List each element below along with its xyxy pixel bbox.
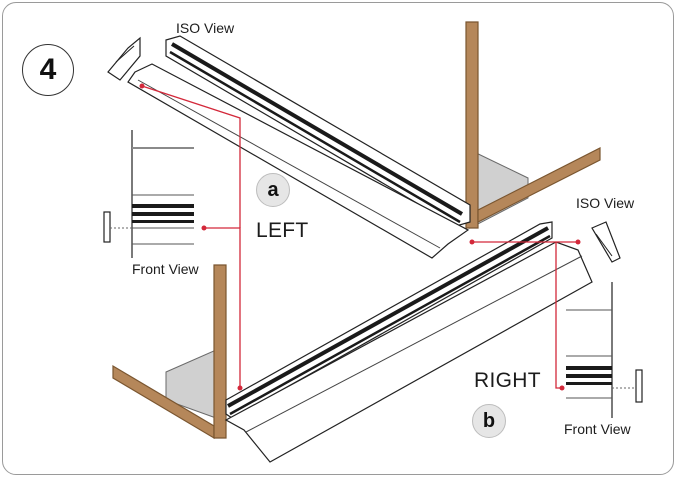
- right-front-view-bar-1: [566, 366, 612, 370]
- left-front-view-bar-2: [132, 212, 194, 216]
- leader-dot-6: [559, 385, 565, 391]
- upper-track-stripe-1: [170, 42, 464, 216]
- upper-valance: [127, 63, 470, 259]
- step-number-badge: 4: [22, 44, 74, 96]
- upper-right-beam: [477, 147, 601, 223]
- upper-iso-bracket-detail: [115, 45, 135, 63]
- upper-track-stripe-2: [169, 50, 461, 224]
- lower-wood-post: [213, 264, 227, 439]
- right-label: RIGHT: [474, 369, 541, 392]
- lower-valance: [224, 241, 593, 463]
- right-front-view-bar-2: [566, 374, 612, 378]
- leader-dots: [139, 83, 581, 391]
- lower-valance-edge: [245, 255, 583, 433]
- leader-line-left: [204, 227, 241, 388]
- front-view-label-left: Front View: [132, 261, 199, 277]
- upper-wood-post: [465, 21, 479, 229]
- badge-b: b: [472, 404, 506, 438]
- leader-dot-2: [201, 225, 207, 231]
- left-front-view-bar-1: [132, 204, 194, 208]
- upper-iso-bracket-icon: [107, 36, 141, 81]
- left-front-view-bar-3: [132, 220, 194, 223]
- leader-dot-1: [139, 83, 145, 89]
- badge-a: a: [256, 173, 290, 207]
- iso-view-label-right: ISO View: [576, 195, 635, 211]
- right-front-view-bar-3: [566, 382, 612, 385]
- leader-dot-5: [575, 239, 581, 245]
- front-view-label-right: Front View: [564, 421, 631, 437]
- lower-iso-bracket-icon: [591, 221, 621, 263]
- leader-dot-4: [469, 239, 475, 245]
- iso-view-label-top: ISO View: [176, 20, 235, 36]
- lower-track-stripe-1: [227, 226, 549, 408]
- left-label: LEFT: [256, 219, 309, 242]
- left-front-view-bracket: [103, 211, 111, 243]
- leader-dot-3: [237, 385, 243, 391]
- right-front-view-bracket: [635, 369, 643, 403]
- lower-track-stripe-2: [229, 234, 551, 416]
- leader-line-upper: [141, 85, 241, 228]
- upper-valance-edge: [137, 79, 441, 249]
- lower-iso-bracket-detail: [595, 233, 613, 257]
